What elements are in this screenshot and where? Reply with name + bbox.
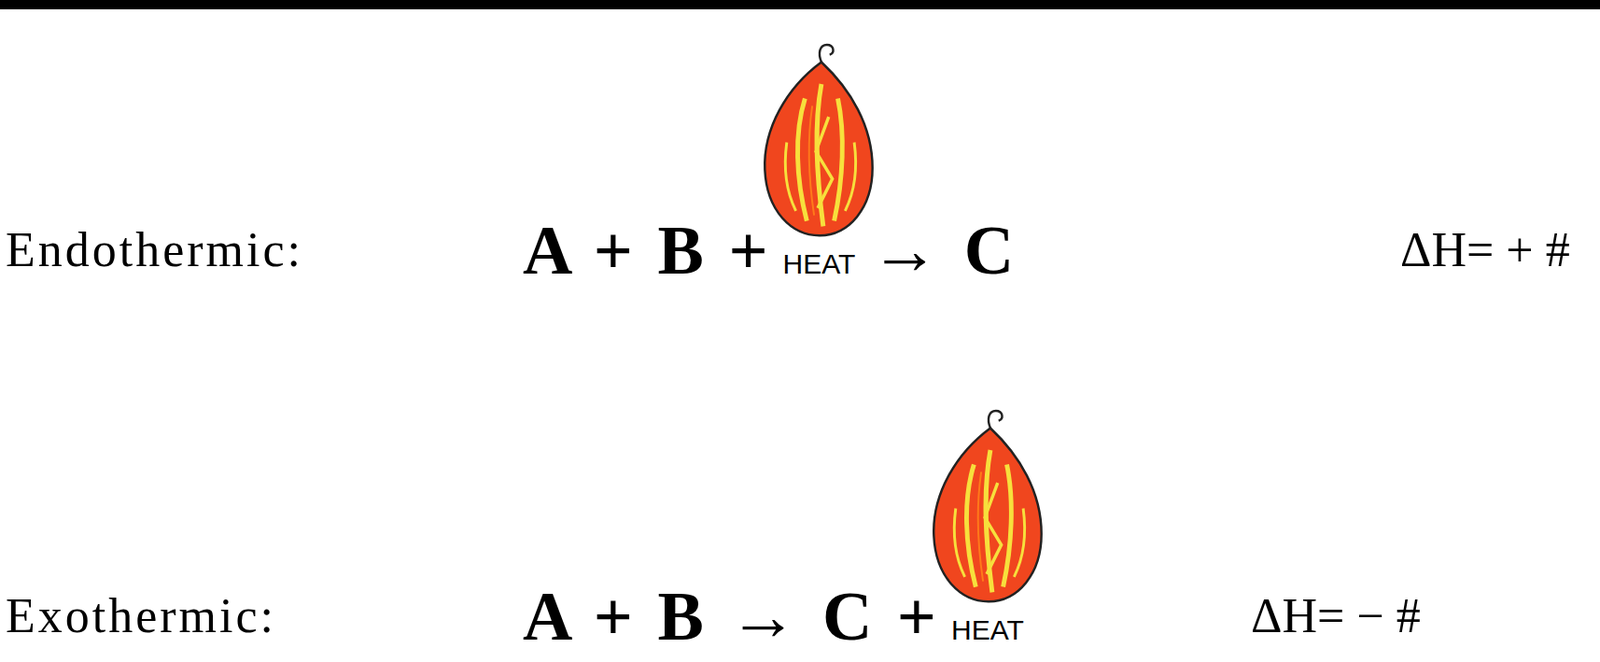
reaction-type: Exothermic:	[5, 591, 277, 641]
heat-term: HEAT	[783, 250, 857, 279]
equation-row: A + B + HEAT → C	[522, 215, 1014, 285]
equation-term: → C	[870, 215, 1014, 285]
equation-row: ΔH= − #	[1250, 591, 1421, 641]
equation-term: A + B +	[522, 215, 769, 285]
equation-row: Exothermic:	[5, 591, 277, 641]
enthalpy-change: ΔH= − #	[1250, 591, 1421, 641]
flame-icon	[933, 410, 1041, 602]
equation-row: A + B → C + HEAT	[522, 581, 1025, 651]
equation-row: Endothermic:	[5, 225, 304, 275]
heat-term: HEAT	[951, 616, 1025, 645]
equation-row: ΔH= + #	[1400, 225, 1571, 275]
enthalpy-change: ΔH= + #	[1400, 225, 1571, 275]
reaction-type: Endothermic:	[5, 225, 304, 275]
equation-term: A + B → C +	[522, 581, 937, 651]
flame-icon	[764, 44, 872, 236]
